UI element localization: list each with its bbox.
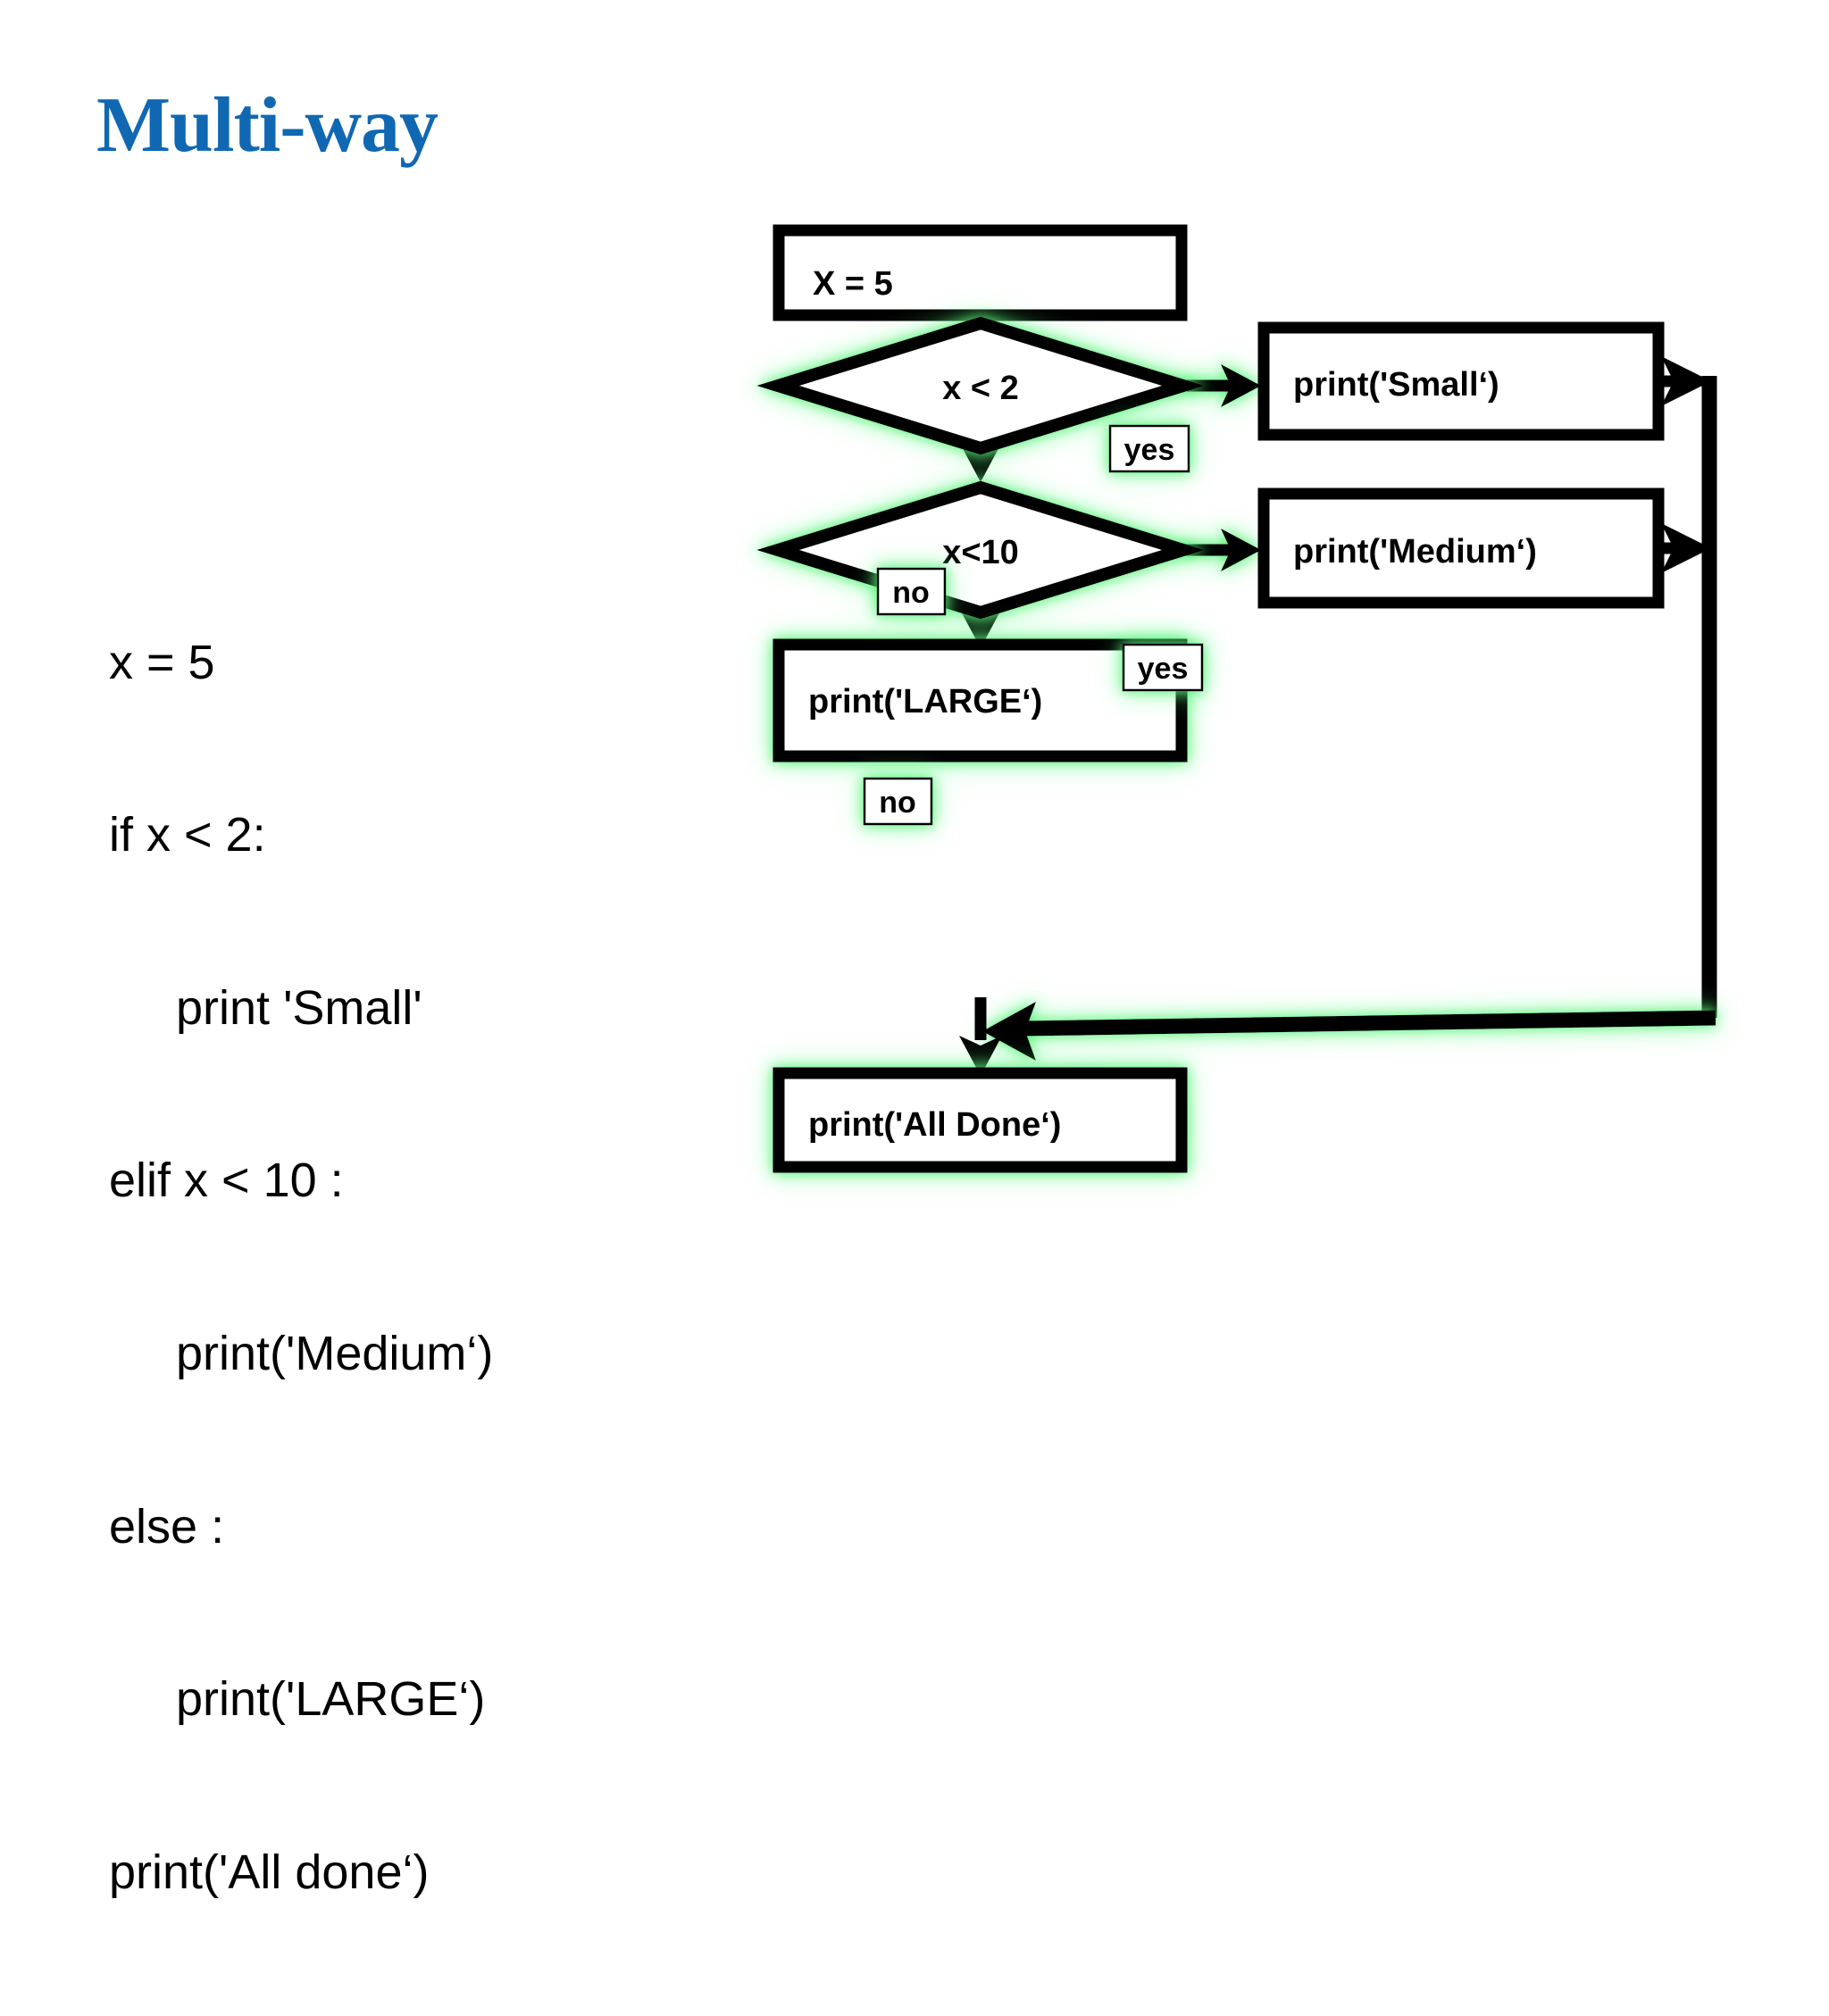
slide-canvas: Multi-way x = 5 if x < 2: print 'Small' …: [96, 82, 1717, 1899]
edge-label-no-2-text: no: [879, 786, 916, 820]
code-line: else :: [109, 1499, 225, 1554]
edge-start-to-cond1: [959, 266, 1002, 332]
code-line: print('All done‘): [109, 1845, 430, 1899]
code-line: if x < 2:: [109, 808, 266, 862]
edge-cond2-to-large: [959, 602, 1002, 648]
node-cond2-label: x<10: [942, 534, 1019, 571]
node-large[interactable]: print('LARGE‘): [773, 638, 1188, 762]
node-cond1-label: x < 2: [942, 370, 1019, 407]
node-cond1[interactable]: x < 2: [756, 316, 1205, 455]
code-line: print('Medium‘): [109, 1326, 494, 1380]
edge-cond1-to-small: [1179, 364, 1261, 407]
node-done[interactable]: print('All Done‘): [773, 1067, 1188, 1173]
code-line: print('LARGE‘): [109, 1672, 486, 1727]
node-done-label: print('All Done‘): [808, 1106, 1061, 1144]
node-start-label: X = 5: [813, 265, 893, 303]
code-line: x = 5: [109, 635, 215, 689]
node-medium-label: print('Medium‘): [1293, 533, 1537, 571]
edge-cond1-to-cond2: [959, 436, 1002, 482]
edge-label-yes-2-text: yes: [1138, 652, 1189, 686]
node-start[interactable]: X = 5: [773, 224, 1188, 321]
edge-label-yes-1: yes: [1108, 424, 1190, 473]
code-line: print 'Small': [109, 980, 422, 1035]
edge-small-to-merge: [1657, 356, 1711, 406]
code-line: elif x < 10 :: [109, 1154, 344, 1208]
node-small-label: print('Small‘): [1293, 366, 1499, 404]
code-listing: x = 5 if x < 2: print 'Small' elif x < 1…: [109, 518, 493, 2016]
edge-medium-to-merge: [1657, 523, 1711, 573]
edge-merge-return: [982, 1002, 1716, 1061]
page-title: Multi-way: [96, 82, 438, 169]
edge-label-no-1: no: [876, 567, 947, 616]
node-small[interactable]: print('Small‘): [1257, 321, 1665, 441]
node-medium[interactable]: print('Medium‘): [1257, 487, 1665, 609]
node-large-label: print('LARGE‘): [808, 683, 1042, 721]
edge-label-no-1-text: no: [892, 576, 930, 610]
edge-large-to-done: [959, 997, 1002, 1076]
edge-cond2-to-medium: [1179, 529, 1261, 571]
edge-label-no-2: no: [863, 777, 933, 826]
edge-label-yes-1-text: yes: [1124, 433, 1175, 467]
edge-label-yes-2: yes: [1122, 643, 1204, 692]
node-cond2[interactable]: x<10: [756, 480, 1205, 620]
